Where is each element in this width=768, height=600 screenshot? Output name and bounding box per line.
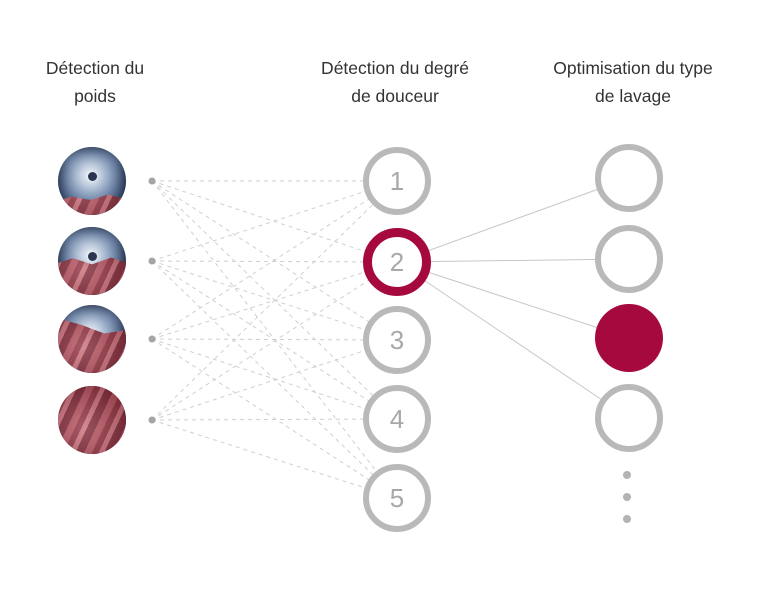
ellipsis-dot [623, 515, 631, 523]
output-node-1 [595, 144, 663, 212]
hidden-node-5: 5 [363, 464, 431, 532]
header-weight-line1: Détection du [45, 58, 145, 78]
header-softness-detection: Détection du degré de douceur [321, 54, 469, 110]
input-to-hidden-links [151, 180, 398, 499]
hidden-to-output-links [396, 177, 630, 419]
output-node-2 [595, 225, 663, 293]
input-node-3-drum-photo [58, 305, 126, 373]
input-node-1-drum-photo [58, 147, 126, 215]
input-link-dots [148, 177, 156, 424]
fabric-image [58, 194, 126, 215]
hidden-node-1: 1 [363, 147, 431, 215]
header-wash-optimisation: Optimisation du type de lavage [553, 54, 713, 110]
hidden-node-2: 2 [363, 228, 431, 296]
header-softness-line1: Détection du degré [321, 58, 469, 78]
output-node-4 [595, 384, 663, 452]
header-wash-line2: de lavage [595, 86, 671, 106]
header-wash-line1: Optimisation du type [553, 58, 713, 78]
hidden-node-5-label: 5 [389, 482, 405, 513]
hidden-node-3: 3 [363, 306, 431, 374]
ellipsis-dot [623, 471, 631, 479]
fabric-image [58, 386, 126, 454]
header-weight-detection: Détection du poids [46, 54, 144, 110]
hidden-node-4-label: 4 [389, 403, 405, 434]
input-node-4-drum-photo [58, 386, 126, 454]
ellipsis-dot [623, 493, 631, 501]
hidden-node-3-label: 3 [389, 324, 405, 355]
hidden-node-4: 4 [363, 385, 431, 453]
output-node-3 [595, 304, 663, 372]
more-outputs-ellipsis [623, 471, 631, 523]
hidden-node-1-label: 1 [389, 165, 405, 196]
input-node-2-drum-photo [58, 227, 126, 295]
hidden-node-2-label: 2 [389, 246, 405, 277]
header-weight-line2: poids [74, 86, 116, 106]
header-softness-line2: de douceur [351, 86, 439, 106]
